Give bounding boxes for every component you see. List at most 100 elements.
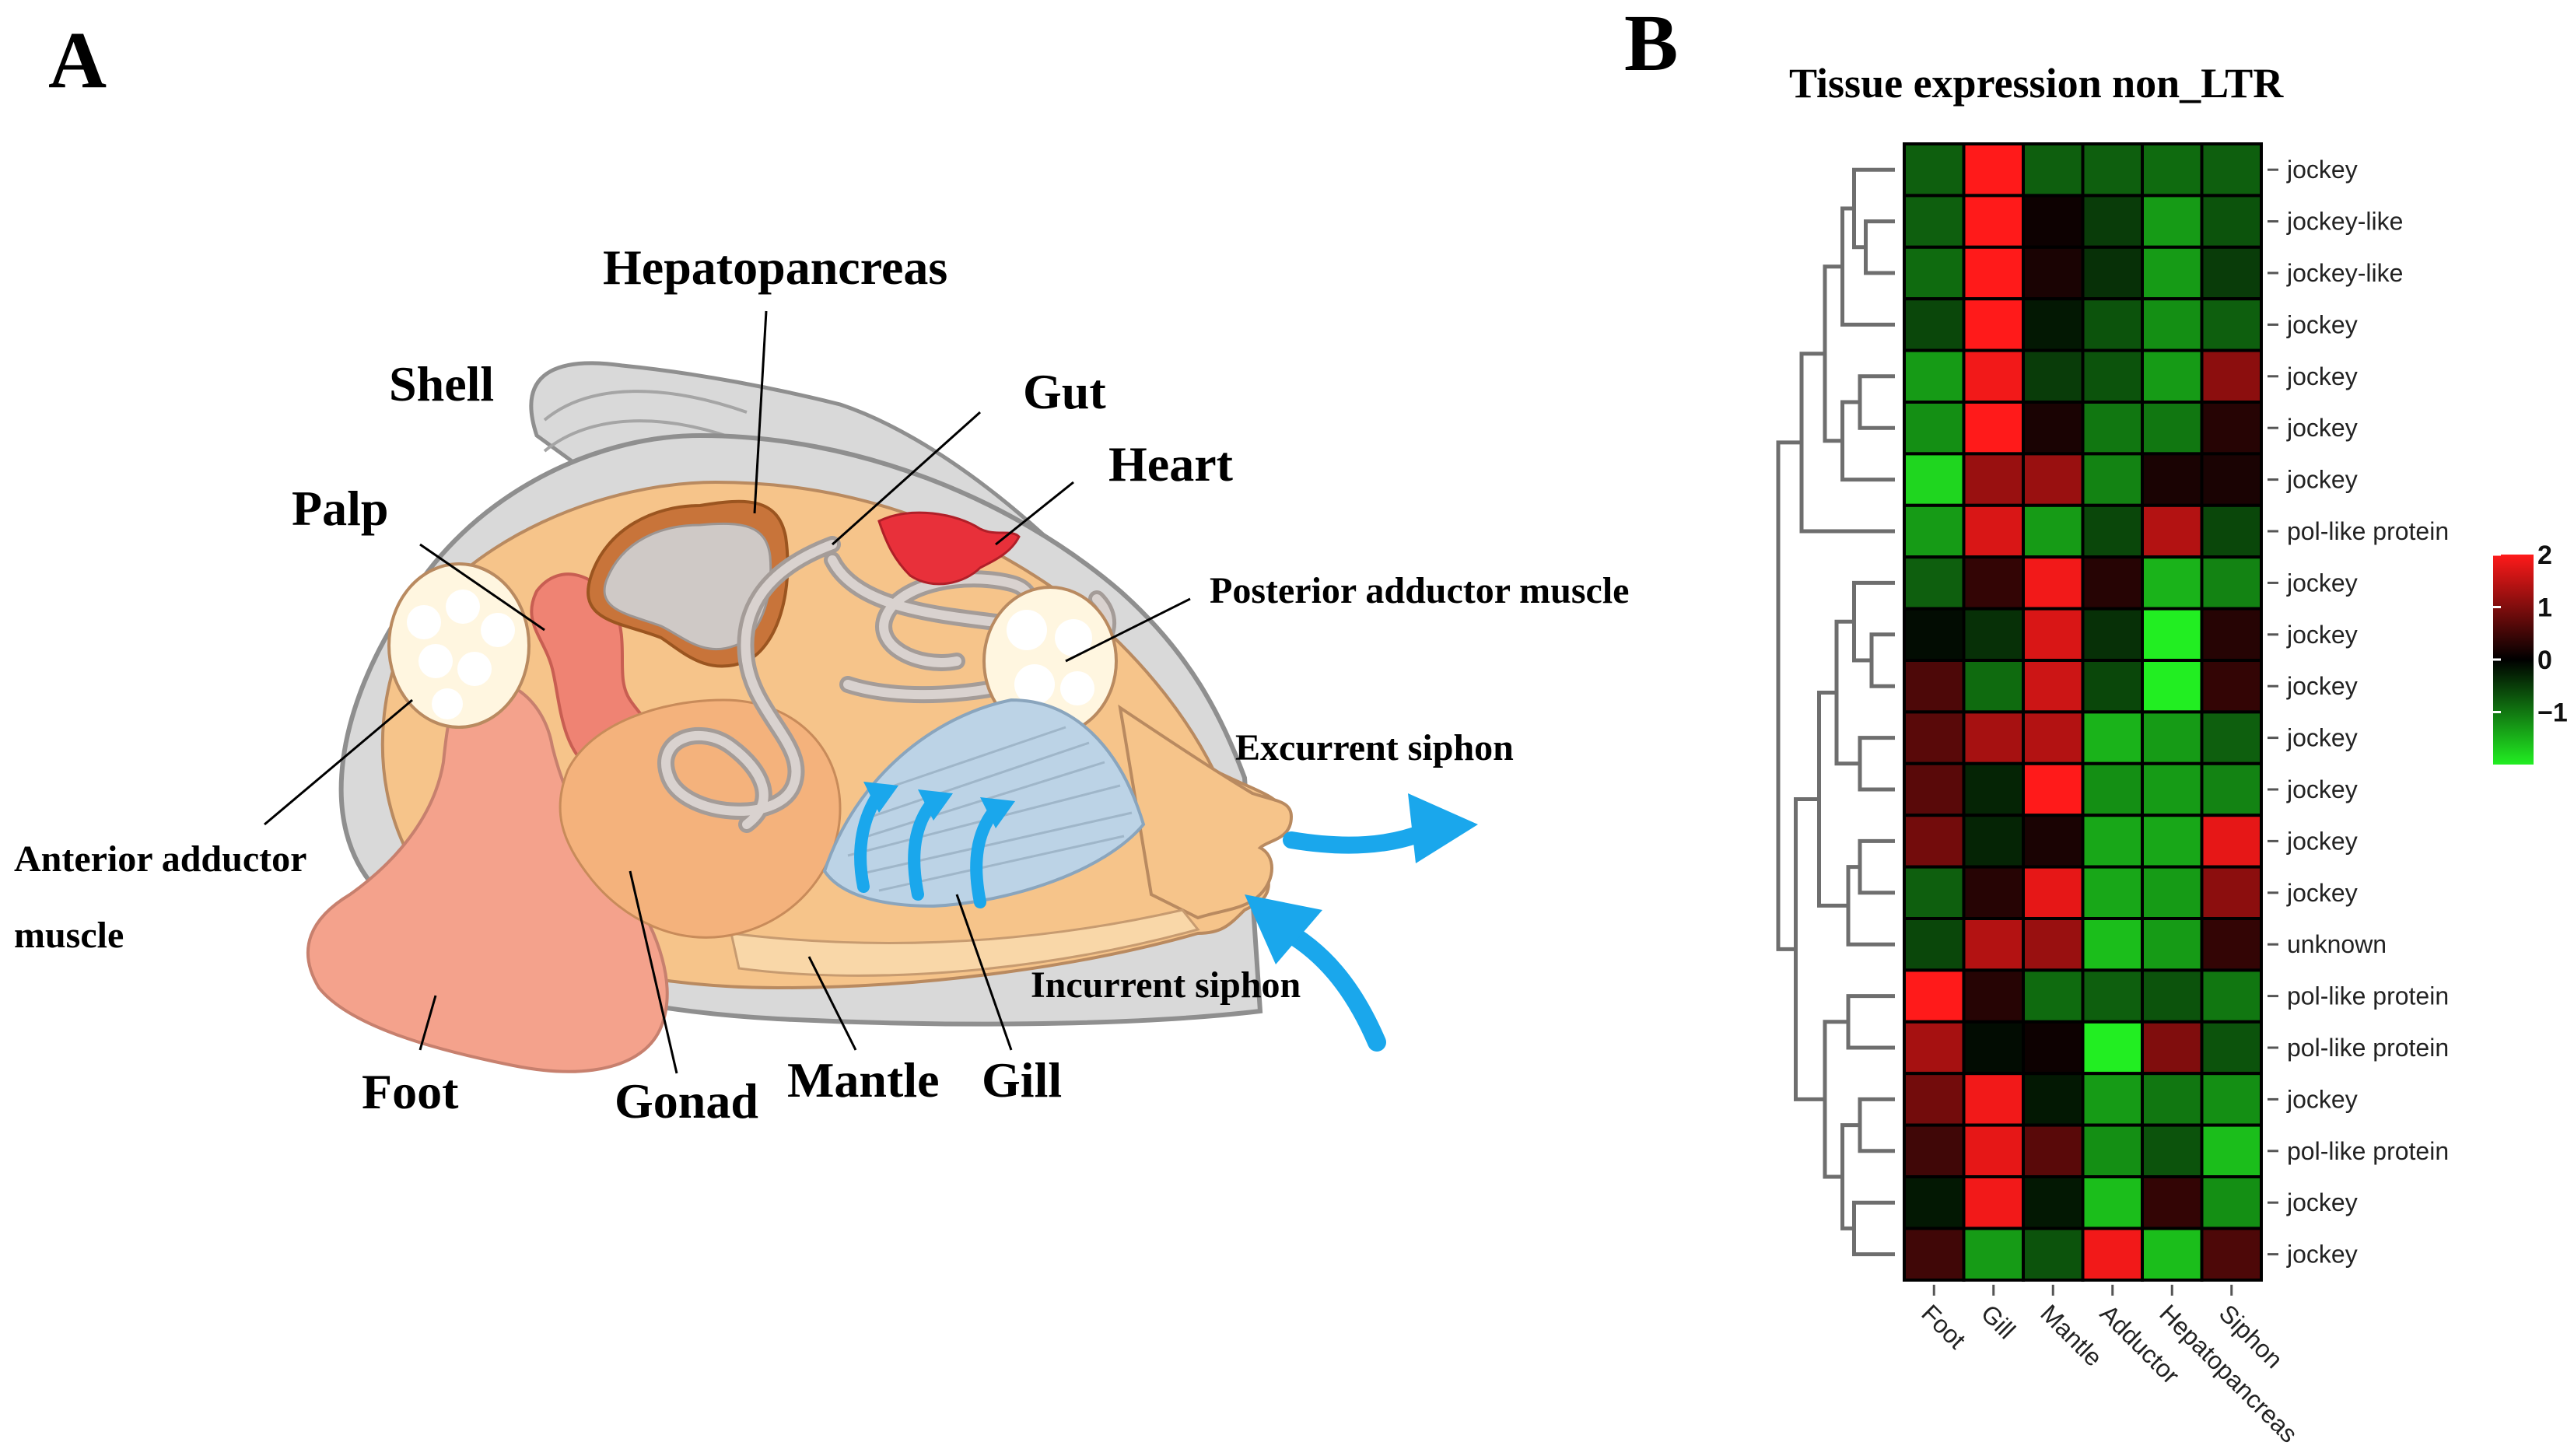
label-gut: Gut [1023,364,1106,419]
legend-tick-label: −1 [2537,698,2568,728]
heatmap-cell [2022,1123,2085,1178]
heatmap-cell [1962,297,2025,352]
heatmap-cell [1962,348,2025,404]
panel-b-letter: B [1624,0,1678,88]
label-gill: Gill [982,1052,1062,1108]
heatmap-cell [2081,917,2144,972]
heatmap-cell [1962,659,2025,714]
heatmap-cell [2141,452,2204,507]
heatmap-cell [2200,710,2263,765]
excurrent-arrow [1283,793,1478,863]
dendrogram-branch [1852,580,1895,663]
label-shell: Shell [389,356,494,411]
heatmap-cell [2200,1123,2263,1178]
row-label: jockey [2286,362,2358,390]
label-hepatopancreas: Hepatopancreas [603,240,947,295]
row-label: jockey [2286,1188,2358,1216]
heatmap-cell [2141,297,2204,352]
row-label: jockey [2286,672,2358,700]
row-label: jockey [2286,1085,2358,1113]
label-anterior-adductor-2: muscle [14,915,124,956]
heatmap-cell [1962,814,2025,869]
heatmap-cell [2081,401,2144,456]
heatmap-cell [1903,348,1966,404]
heatmap-cell [2022,917,2085,972]
heatmap-cell [2081,297,2144,352]
heatmap-cell [2141,607,2204,662]
heatmap-cell [1903,142,1966,198]
heatmap-cell [2200,1175,2263,1230]
row-label: pol-like protein [2287,517,2449,545]
row-label: jockey [2286,569,2358,597]
row-label: jockey [2286,724,2358,752]
dendrogram-branch [1817,691,1848,908]
heatmap-cell [1903,1072,1966,1127]
legend-tick-label: 2 [2537,541,2552,570]
siphon-tube [1118,704,1294,920]
heatmap-cell [2200,968,2263,1024]
legend-tick-label: 1 [2537,593,2552,623]
row-label: jockey [2286,1241,2358,1269]
row-label: jockey [2286,310,2358,338]
heatmap-cell [2200,1227,2263,1282]
heatmap-cell [1962,142,2025,198]
row-label: pol-like protein [2287,1137,2449,1165]
heatmap-cell [2200,814,2263,869]
heatmap-cell [2200,555,2263,611]
heatmap-cell [2141,503,2204,559]
heatmap-cell [2022,297,2085,352]
heatmap-cell [2081,814,2144,869]
heatmap-cell [2141,917,2204,972]
label-incurrent-siphon: Incurrent siphon [1031,964,1301,1006]
heatmap-cell [2200,452,2263,507]
heatmap-cell [1962,401,2025,456]
heatmap-cell [1962,1227,2025,1282]
heatmap-cell [1903,1123,1966,1178]
label-anterior-adductor-1: Anterior adductor [14,838,306,880]
heatmap-title: Tissue expression non_LTR [1789,60,2284,107]
dendrogram-branch [1858,374,1895,430]
heatmap-cell [2200,297,2263,352]
heatmap-cell [2200,607,2263,662]
heatmap-cell [2081,348,2144,404]
color-legend-ticks: 210−1 [2493,541,2568,728]
heatmap-cell [1903,814,1966,869]
label-palp: Palp [292,481,388,536]
heatmap-cell [1903,503,1966,559]
heatmap-cell [1903,194,1966,249]
row-label: jockey-like [2286,208,2403,236]
dendrogram-branch [1846,865,1895,947]
heatmap-cell [2200,659,2263,714]
heatmap-cell [2022,761,2085,817]
heatmap-cell [2081,659,2144,714]
column-label: Gill [1976,1299,2021,1344]
heatmap-cell [2081,245,2144,301]
heatmap-cell [1903,1227,1966,1282]
dendrogram-branch [1858,838,1895,895]
heatmap-cell [2141,814,2204,869]
heatmap-cell [2022,555,2085,611]
heatmap-cell [2141,1020,2204,1076]
heatmap-cell [2022,245,2085,301]
heatmap-cell [2081,968,2144,1024]
anterior-adductor-muscle [387,562,531,729]
heatmap-cell [2200,1072,2263,1127]
heatmap-cell [2081,503,2144,559]
heatmap-cell [2141,865,2204,920]
heatmap-cell [1962,1020,2025,1076]
heatmap-cell [2081,761,2144,817]
dendrogram-branch [1869,632,1895,688]
heatmap-cell [2141,245,2204,301]
heatmap-cell [2141,761,2204,817]
heatmap-cell [1903,865,1966,920]
panel-a-letter: A [48,16,107,105]
panel-a: A [14,16,1629,1129]
leader-lines [264,310,1191,1074]
heatmap-cell [1962,1123,2025,1178]
gonad [559,698,842,939]
heatmap-cell [2141,401,2204,456]
heatmap-cell [2022,1175,2085,1230]
panel-b: B Tissue expression non_LTR jockey jockey… [1624,0,2568,1448]
heatmap-cell [1962,968,2025,1024]
